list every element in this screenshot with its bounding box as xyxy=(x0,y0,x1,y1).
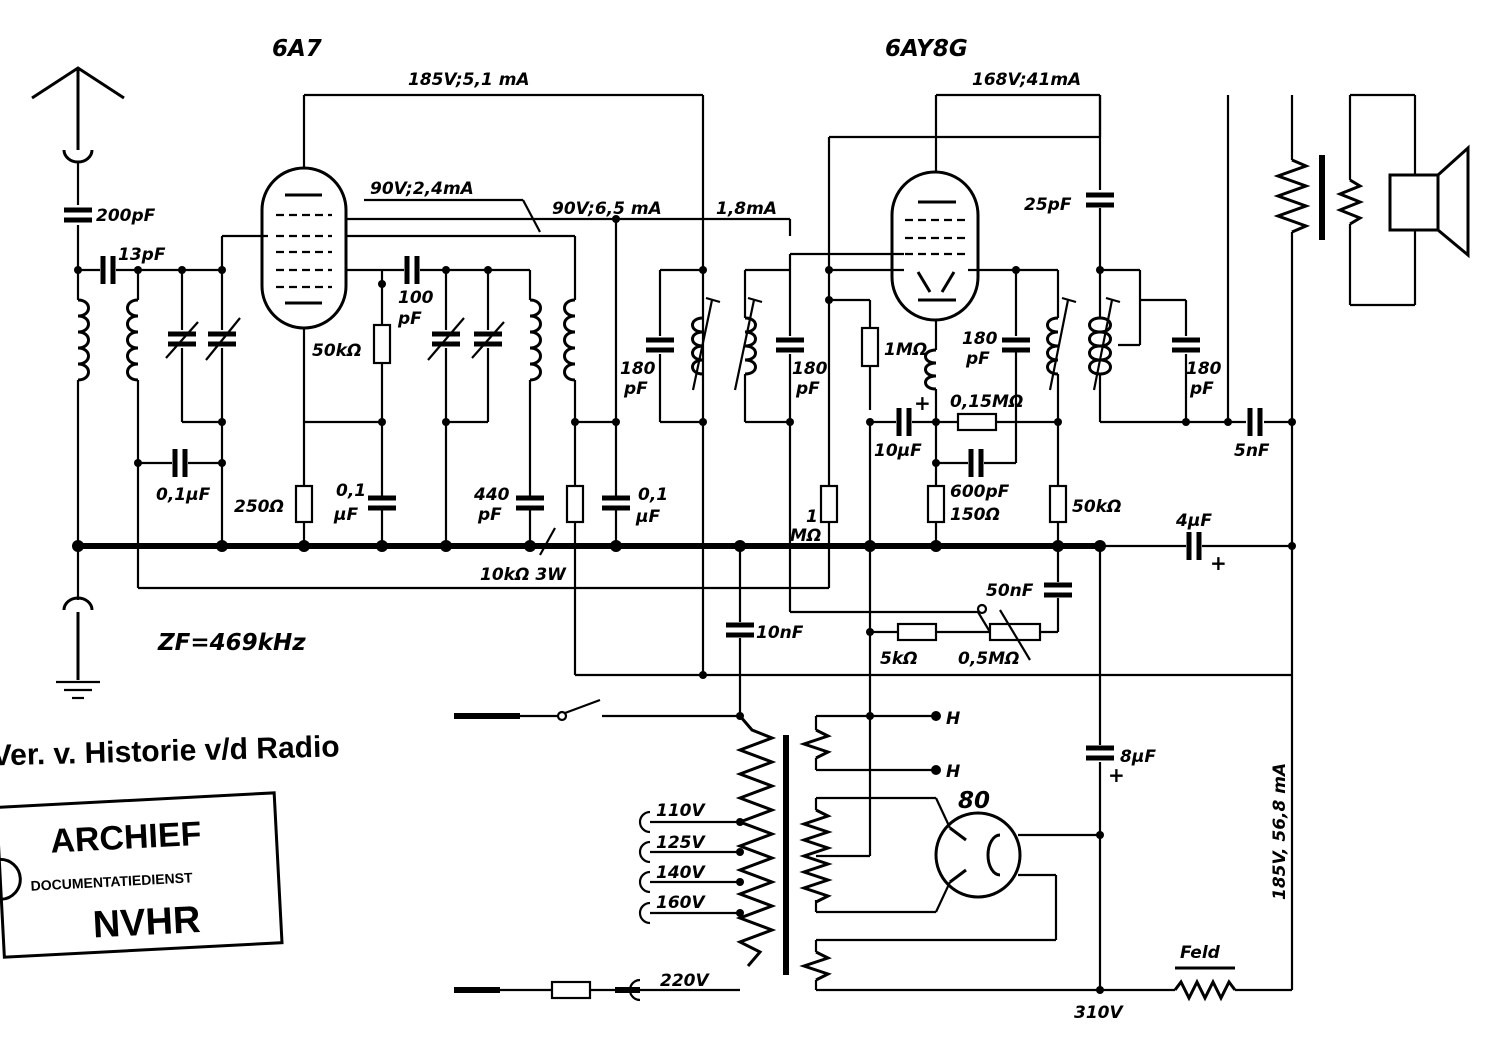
res-label-015: 0,15MΩ xyxy=(950,392,1023,412)
archive-stamp: ARCHIEF DOCUMENTATIEDIENST NVHR xyxy=(0,791,284,959)
cap-label-180a-1: 180 xyxy=(620,359,656,379)
tap-label-140v: 140V xyxy=(656,863,706,883)
cap-label-5nf: 5nF xyxy=(1234,441,1270,461)
tap-label-125v: 125V xyxy=(656,833,706,853)
field-coil xyxy=(1173,966,1237,1002)
cap-label-180d-2: pF xyxy=(1189,379,1214,399)
stamp-line-nvhr: NVHR xyxy=(92,899,202,947)
res-label-5k: 5kΩ xyxy=(880,649,918,669)
transformer-primary xyxy=(735,715,777,967)
current-label-6: 185V, 56,8 mA xyxy=(1270,763,1290,900)
capacitor-200pf xyxy=(64,207,92,223)
res-label-05m: 0,5MΩ xyxy=(958,649,1019,669)
cap-label-8uf: 8μF xyxy=(1120,747,1156,767)
cap-label-13pf: 13pF xyxy=(118,245,166,265)
cap-label-180c-2: pF xyxy=(965,349,990,369)
current-label-2: 90V;2,4mA xyxy=(370,179,474,199)
cap-label-01uf-a: 0,1μF xyxy=(156,485,211,505)
cap-label-100-a: 100 xyxy=(398,288,434,308)
current-label-4: 1,8mA xyxy=(716,199,777,219)
tap-label-110v: 110V xyxy=(656,801,706,821)
cap-label-440-2: pF xyxy=(477,505,502,525)
res-label-10k: 10kΩ 3W xyxy=(480,565,567,585)
cap-label-4uf: 4μF xyxy=(1175,511,1212,531)
res-label-1m-2: MΩ xyxy=(790,526,821,546)
res-label-1m-1: 1 xyxy=(806,507,818,527)
cap-label-100-b: pF xyxy=(397,309,422,329)
tube-label-80: 80 xyxy=(958,788,990,814)
res-label-50kb: 50kΩ xyxy=(1072,497,1121,517)
cap-label-25pf: 25pF xyxy=(1024,195,1072,215)
plus-mark-2: + xyxy=(1210,551,1227,575)
tube-6a7 xyxy=(260,166,348,330)
res-label-50k: 50kΩ xyxy=(312,341,361,361)
cap-label-440-1: 440 xyxy=(473,485,510,505)
heater-label-h2: H xyxy=(946,762,960,782)
res-label-250: 250Ω xyxy=(234,497,284,517)
antenna-coil xyxy=(77,298,90,382)
res-label-150: 150Ω xyxy=(950,505,1000,525)
rectifier-tube-80 xyxy=(934,811,1022,899)
cap-label-180b-1: 180 xyxy=(792,359,828,379)
stamp-line-dienst: DOCUMENTATIEDIENST xyxy=(30,869,193,893)
plus-mark-3: + xyxy=(1108,763,1125,787)
tap-label-220v: 220V xyxy=(660,971,710,991)
cap-label-10nf: 10nF xyxy=(756,623,804,643)
cap-label-50nf: 50nF xyxy=(986,581,1034,601)
plus-mark-1: + xyxy=(914,391,931,415)
cap-label-01-c1: 0,1 xyxy=(638,485,668,505)
cap-label-01-c2: μF xyxy=(635,507,661,527)
if-frequency-label: ZF=469kHz xyxy=(157,630,306,656)
heater-label-h1: H xyxy=(946,709,960,729)
res-label-1mb: 1MΩ xyxy=(884,340,927,360)
cap-label-180b-2: pF xyxy=(795,379,820,399)
cap-label-01-b1: 0,1 xyxy=(336,481,366,501)
tube-label-6ay8g: 6AY8G xyxy=(885,36,968,62)
tube-label-6a7: 6A7 xyxy=(272,36,322,62)
cap-label-180a-2: pF xyxy=(623,379,648,399)
res-label-feld: Feld xyxy=(1180,943,1221,963)
current-label-5: 168V;41mA xyxy=(972,70,1081,90)
stamp-line-archief: ARCHIEF xyxy=(49,815,202,861)
cap-label-180d-1: 180 xyxy=(1186,359,1222,379)
cap-label-10uf: 10μF xyxy=(874,441,922,461)
current-label-3: 90V;6,5 mA xyxy=(552,199,662,219)
cap-label-01-b2: μF xyxy=(333,505,359,525)
cap-label-200pf: 200pF xyxy=(96,206,156,226)
tube-6ay8g xyxy=(890,170,980,322)
antenna-symbol xyxy=(31,66,125,164)
voltage-label-310v: 310V xyxy=(1074,1003,1124,1023)
cap-label-180c-1: 180 xyxy=(962,329,998,349)
ground-symbol xyxy=(56,596,100,700)
current-label-1: 185V;5,1 mA xyxy=(408,70,530,90)
tap-label-160v: 160V xyxy=(656,893,706,913)
stamp-header: Ver. v. Historie v/d Radio xyxy=(0,730,340,772)
speaker-icon xyxy=(1388,144,1470,259)
cap-label-600pf: 600pF xyxy=(950,482,1010,502)
